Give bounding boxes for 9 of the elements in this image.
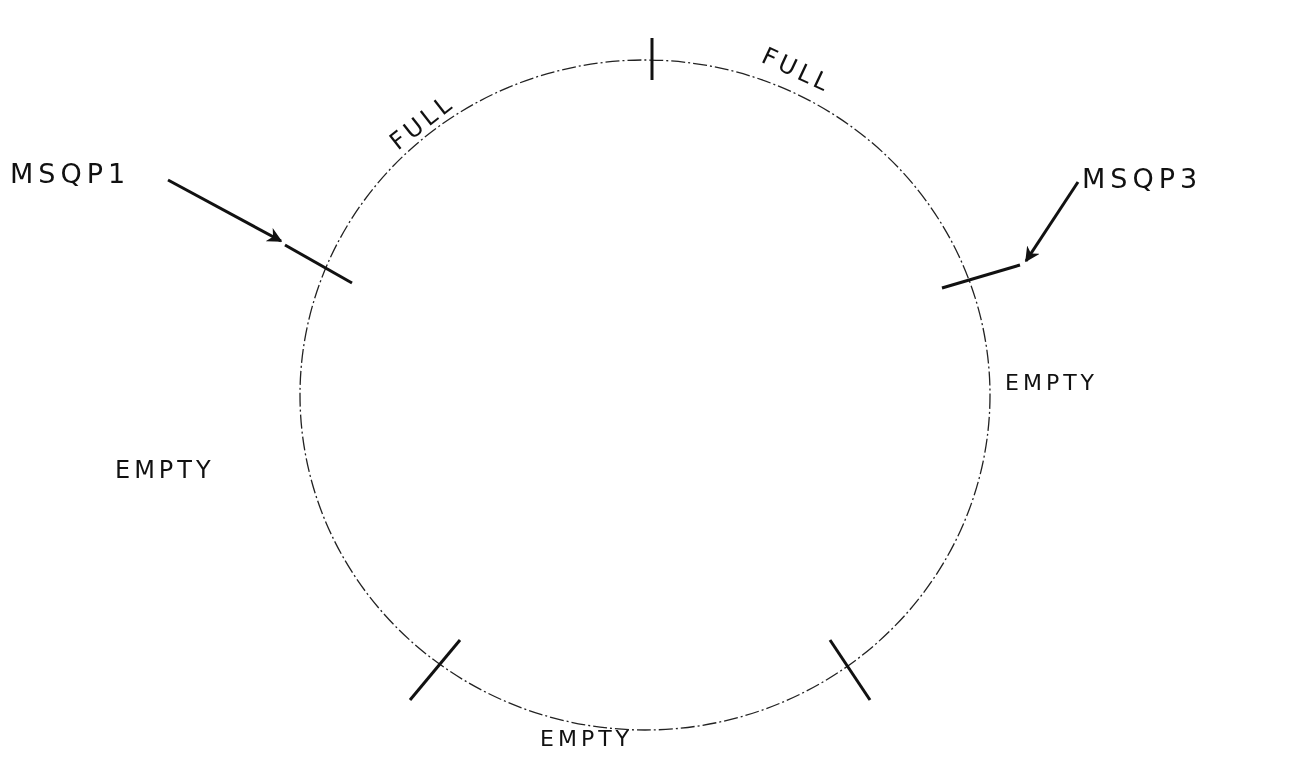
state-label: EMPTY	[115, 458, 215, 482]
arrow	[167, 178, 283, 243]
tick-mark	[939, 262, 1023, 291]
state-label: EMPTY	[540, 728, 634, 750]
pointer-label: MSQP1	[10, 160, 131, 187]
tick-mark	[282, 242, 355, 286]
arrow	[1024, 181, 1080, 263]
state-label: EMPTY	[1005, 372, 1099, 394]
pointer-label: MSQP3	[1082, 165, 1203, 192]
